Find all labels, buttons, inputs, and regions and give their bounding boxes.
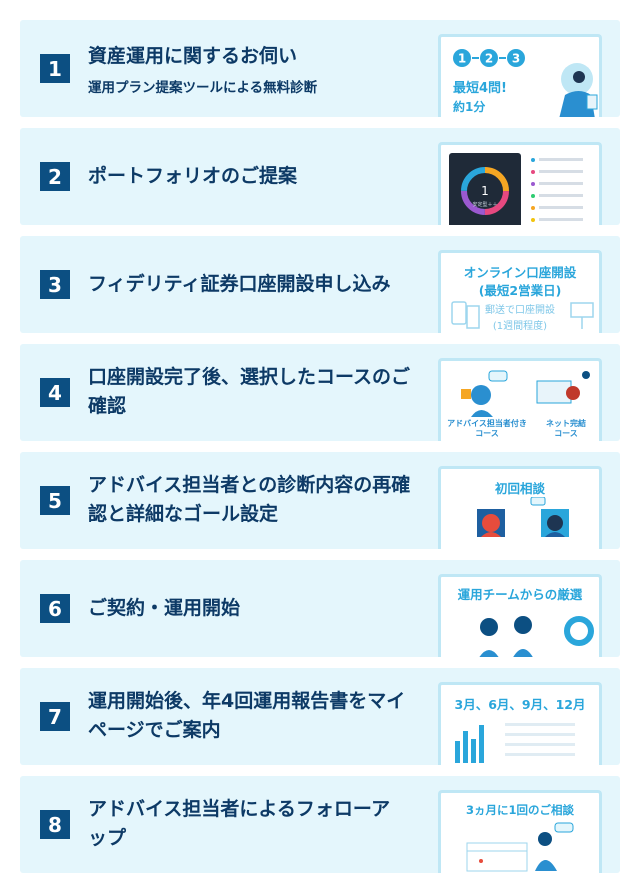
legend-list-icon: [531, 158, 583, 222]
badge-3: 3: [512, 52, 520, 66]
step-1: 1 資産運用に関するお伺い 運用プラン提案ツールによる無料診断 1 2 3 最短…: [20, 20, 620, 117]
step-illustration: 3ヵ月に1回のご相談: [438, 790, 602, 873]
donut-value: 1: [481, 184, 489, 198]
step-7: 7 運用開始後、年4回運用報告書をマイページでご案内 3月、6月、9月、12月: [20, 668, 620, 765]
card-label: 3月、6月、9月、12月: [454, 697, 586, 712]
step-illustration: アドバイス担当者付きコース ネット完結コース: [438, 358, 602, 441]
step-8: 8 アドバイス担当者によるフォローアップ 3ヵ月に1回のご相談: [20, 776, 620, 873]
step-title: ご契約・運用開始: [88, 597, 241, 619]
step-title: アドバイス担当者との診断内容の再確認と詳細なゴール設定: [88, 474, 411, 525]
step-illustration: 運用チームからの厳選: [438, 574, 602, 657]
course-label: アドバイス担当者付きコース: [447, 419, 527, 438]
person-icon: [559, 63, 598, 117]
step-illustration: オンライン口座開設 (最短2営業日) 郵送で口座開設 (1週間程度): [438, 250, 602, 333]
advisor-and-online-icon: [461, 370, 590, 417]
step-number: 7: [40, 702, 70, 731]
card-label: 初回相談: [494, 481, 545, 496]
step-title: 口座開設完了後、選択したコースのご確認: [88, 366, 411, 417]
step-number: 8: [40, 810, 70, 839]
card-label: オンライン口座開設: [463, 265, 577, 280]
donut-subtitle: 安定型＋＋: [472, 201, 497, 208]
step-illustration: 初回相談: [438, 466, 602, 549]
step-5: 5 アドバイス担当者との診断内容の再確認と詳細なゴール設定 初回相談: [20, 452, 620, 549]
donut-chart-icon: 1 安定型＋＋: [461, 167, 509, 215]
consultation-icon: [477, 497, 569, 537]
step-number: 4: [40, 378, 70, 407]
step-number: 3: [40, 270, 70, 299]
step-number: 1: [40, 54, 70, 83]
step-illustration: 1 安定型＋＋: [438, 142, 602, 225]
calendar-icon: [466, 822, 574, 872]
investment-team-icon: [479, 616, 594, 657]
card-label: 運用チームからの厳選: [457, 587, 583, 602]
card-label: (最短2営業日): [478, 283, 562, 298]
mailbox-icon: [570, 302, 594, 329]
step-title: フィデリティ証券口座開設申し込み: [88, 273, 391, 295]
step-number: 2: [40, 162, 70, 191]
step-number: 6: [40, 594, 70, 623]
card-label: (1週間程度): [492, 321, 548, 332]
step-2: 2 ポートフォリオのご提案 1 安定型＋＋: [20, 128, 620, 225]
card-label: 約1分: [453, 100, 486, 114]
step-title: 資産運用に関するお伺い: [88, 45, 298, 67]
step-4: 4 口座開設完了後、選択したコースのご確認 アドバイス担当者付きコース ネット完…: [20, 344, 620, 441]
step-title: ポートフォリオのご提案: [88, 165, 298, 187]
step-title: アドバイス担当者によるフォローアップ: [88, 798, 391, 849]
step-title: 運用開始後、年4回運用報告書をマイページでご案内: [88, 690, 406, 741]
step-illustration: 1 2 3 最短4問! 約1分: [438, 34, 602, 117]
step-6: 6 ご契約・運用開始 運用チームからの厳選: [20, 560, 620, 657]
card-label: 3ヵ月に1回のご相談: [465, 803, 574, 817]
step-number: 5: [40, 486, 70, 515]
step-subtitle: 運用プラン提案ツールによる無料診断: [88, 80, 318, 96]
badge-1: 1: [458, 52, 466, 66]
process-steps: 1 資産運用に関するお伺い 運用プラン提案ツールによる無料診断 1 2 3 最短…: [20, 20, 620, 884]
card-label: 郵送で口座開設: [485, 305, 555, 316]
mobile-form-icon: [451, 301, 480, 329]
course-label: ネット完結コース: [546, 419, 586, 438]
card-label: 最短4問!: [453, 81, 507, 96]
step-illustration: 3月、6月、9月、12月: [438, 682, 602, 765]
step-3: 3 フィデリティ証券口座開設申し込み オンライン口座開設 (最短2営業日) 郵送…: [20, 236, 620, 333]
numbered-steps-icon: 1 2 3: [453, 49, 525, 67]
report-chart-icon: [455, 723, 575, 763]
badge-2: 2: [485, 52, 493, 66]
